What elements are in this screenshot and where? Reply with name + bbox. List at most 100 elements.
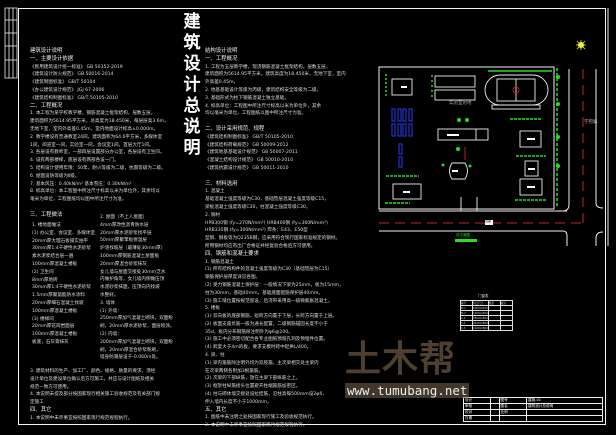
note-line: 1. 图纸中未注明之处按国家现行施工及验收规范执行。: [205, 415, 317, 421]
note-line: 3. 墙体: [100, 300, 116, 306]
note-line: 素水泥浆结合层一遍: [32, 254, 74, 260]
note-line: 无地下室，室内外高差0.45m，室内地面设计标高±0.000m。: [30, 126, 159, 132]
building: [392, 183, 422, 200]
note-line: 《建筑地基基础设计规范》 GB 50007-2011: [205, 150, 298, 156]
note-line: 7. 基本风压：0.40kN/m² 基本雪压：0.30kN/m²: [30, 181, 132, 187]
note-line: (2) 卫生间: [32, 269, 54, 275]
note-line: 水整好。: [100, 292, 119, 298]
note-line: 1. 本工程为某学校教学楼，钢筋混凝土框架结构，层数五层。: [30, 111, 156, 117]
door-window-table-title: 门窗表: [478, 294, 489, 298]
drawing-frame: [18, 8, 606, 425]
running-track: [484, 74, 549, 106]
note-line: 6. 屋面设防等级为Ⅱ级。: [30, 173, 80, 179]
drawing-title: 建筑设计总说明: [182, 12, 202, 159]
note-line: 型钢、钢板等为Q235B钢，应采用符合现行国家标准规定的钢材。: [205, 236, 340, 242]
note-line: HPB300钢 (fy=270N/mm²) HRB400钢 (fy=360N/m…: [205, 220, 328, 226]
note-line: HRB335钢 (fy=300N/mm²) 焊条：E43、E50型: [205, 228, 308, 234]
note-line: 墙身防潮层设于-0.060m处。: [100, 355, 161, 361]
note-line: 《建筑抗震设计规范》 GB 50011-2010: [205, 165, 289, 171]
note-line: 2. 本说明中未尽事宜按照国家现行规范规程执行。: [205, 423, 308, 429]
note-line: 建筑面积为5614.95平方米，建筑高度为18.450米，无地下室，室内: [205, 72, 346, 78]
note-line: (4) 柱与砌体墙交接处设拉结筋，沿柱高每500mm设2φ6，: [205, 392, 327, 398]
note-line: 4. 设有两部楼梯，底层设有两部各设一门。: [30, 158, 119, 164]
note-line: (1) 所有结构构件的混凝土强度等级为C30（基础垫层为C15）: [205, 267, 333, 273]
section-heading: 一、主要设计依据: [30, 55, 74, 62]
note-line: 100mm厚钢筋混凝土屋面板: [100, 253, 160, 259]
note-line: 女儿墙与屋面交接处30mm泛水: [100, 269, 166, 275]
site-plan-title: 总平面图: [456, 233, 470, 237]
note-line: (1) 双向板的底部钢筋，短跨方向置于下层，长跨方向置于上层。: [205, 314, 338, 320]
note-line: [205, 118, 346, 126]
note-line: 100mm厚混凝土楼板: [32, 332, 78, 338]
note-line: (3) 施工中必须密切配合各专业图纸预留孔洞及预埋件位置。: [205, 337, 328, 343]
note-line: (4) 跨度大于4m的板，要求支模时跨中起拱L/400。: [205, 345, 312, 351]
note-line: 8. 标高单位：本工程图中所注尺寸标高以米为单位外，其余均以: [30, 189, 160, 195]
note-line: 《办公建筑设计规范》 JGJ 67-2006: [30, 87, 105, 93]
buildings: [391, 74, 549, 211]
note-line: 建筑面积为5614.95平方米，总高度为18.450米，每层层高3.6m，: [30, 119, 169, 125]
title-char: 计: [183, 75, 201, 95]
building: [449, 162, 468, 180]
section-heading: 四、其它: [30, 406, 52, 413]
watermark-logo: 土木帮: [345, 339, 457, 380]
title-char: 设: [183, 54, 201, 74]
table-cell: [526, 415, 603, 422]
note-line: 钢筋保护层厚度详见各图。: [205, 275, 261, 281]
note-line: 20mm厚大理石板铺实拍平: [32, 238, 89, 244]
table-cell: [487, 325, 501, 331]
note-line: 20mm厚混合砂浆抹灰: [100, 261, 147, 267]
note-line: 20mm厚细石混凝土找坡: [32, 300, 84, 306]
section-heading: 一、工程概况: [205, 55, 238, 62]
architecture-notes: 建筑设计说明 一、主要设计依据《民用建筑设计统一标准》 GB 50352-201…: [30, 48, 169, 218]
note-line: 30mm厚1:4干硬性水泥砂浆: [32, 246, 91, 252]
note-line: 4. 梁、柱: [205, 353, 225, 359]
building: [437, 128, 489, 141]
note-line: 3. 基础形式为柱下钢筋混凝土独立基础。: [205, 95, 289, 101]
table-cell: [490, 415, 500, 422]
watermark: 土木帮 www.tumubang.net: [345, 339, 470, 399]
note-line: 《建筑结构荷载规范》 GB 50009-2012: [205, 142, 289, 148]
note-line: 毫米为单位，工程图纸均以图中所注尺寸为准。: [30, 197, 127, 203]
note-line: 1.5mm厚聚氨酯防水涂料: [32, 293, 86, 299]
note-line: 35d，板内分布钢筋除注明外为φ6@200。: [205, 329, 293, 335]
road-edge: [563, 69, 570, 212]
note-line: (3) 楼梯间: [32, 316, 54, 322]
road-edge: [595, 69, 604, 209]
note-line: 1. 混凝土: [205, 189, 225, 195]
title-char: 明: [183, 138, 201, 158]
note-line: 1. 工程为五层教学楼，现浇钢筋混凝土框架结构，层数五层，: [205, 64, 331, 70]
section-heading: 二、工程概况: [30, 102, 63, 109]
note-line: 1间，阅览室一间，实验室一间，会议室1间，首层大厅1间。: [30, 142, 154, 148]
note-line: 伸入墙内长度不小于1000mm。: [205, 399, 272, 405]
note-line: 柱为30mm，基础40mm，基础底面配筋保护层40mm。: [205, 290, 323, 296]
note-line: 5. 楼板: [205, 306, 221, 312]
table-cell: C-3: [460, 325, 473, 331]
note-line: (1) 外墙：: [100, 308, 122, 314]
section-heading: 三、材料选用: [205, 180, 238, 187]
parking: [391, 108, 413, 168]
sun-north-icon: [576, 40, 586, 50]
note-line: 20mm厚花岗岩面层: [32, 324, 75, 330]
title-char: 说: [183, 117, 201, 137]
note-line: 8mm厚地砖: [32, 277, 58, 283]
note-line: 《建筑结构制图标准》 GB/T 50105-2010: [30, 95, 118, 101]
note-line: 在次梁两侧各附加3根箍筋。: [205, 368, 264, 374]
note-line: 1. 钢筋混凝土: [205, 259, 234, 265]
road-edge: [595, 231, 604, 246]
note-line: 100mm厚混凝土楼板: [32, 261, 78, 267]
note-line: 200mm厚加气混凝土砌块，双面粉: [100, 339, 173, 345]
site-boundary: [378, 66, 555, 210]
note-line: 基础混凝土强度等级为C30，基础垫层混凝土强度等级C15，: [205, 197, 329, 203]
note-line: 2. 钢材: [205, 212, 221, 218]
note-line: (3) 框架柱纵筋接头位置避开柱端箍筋加密区。: [205, 384, 301, 390]
building: [519, 178, 543, 196]
zone-label: 实验室用地: [449, 101, 472, 106]
note-line: 刷，20mm厚水泥砂浆，面层喷涂。: [100, 324, 175, 330]
note-line: 梁板混凝土强度等级C30，柱混凝土强度等级C30。: [205, 204, 311, 210]
note-line: 内做护角等，女儿墙内侧做压顶: [100, 277, 165, 283]
title-block-row: 日期: [462, 415, 603, 422]
